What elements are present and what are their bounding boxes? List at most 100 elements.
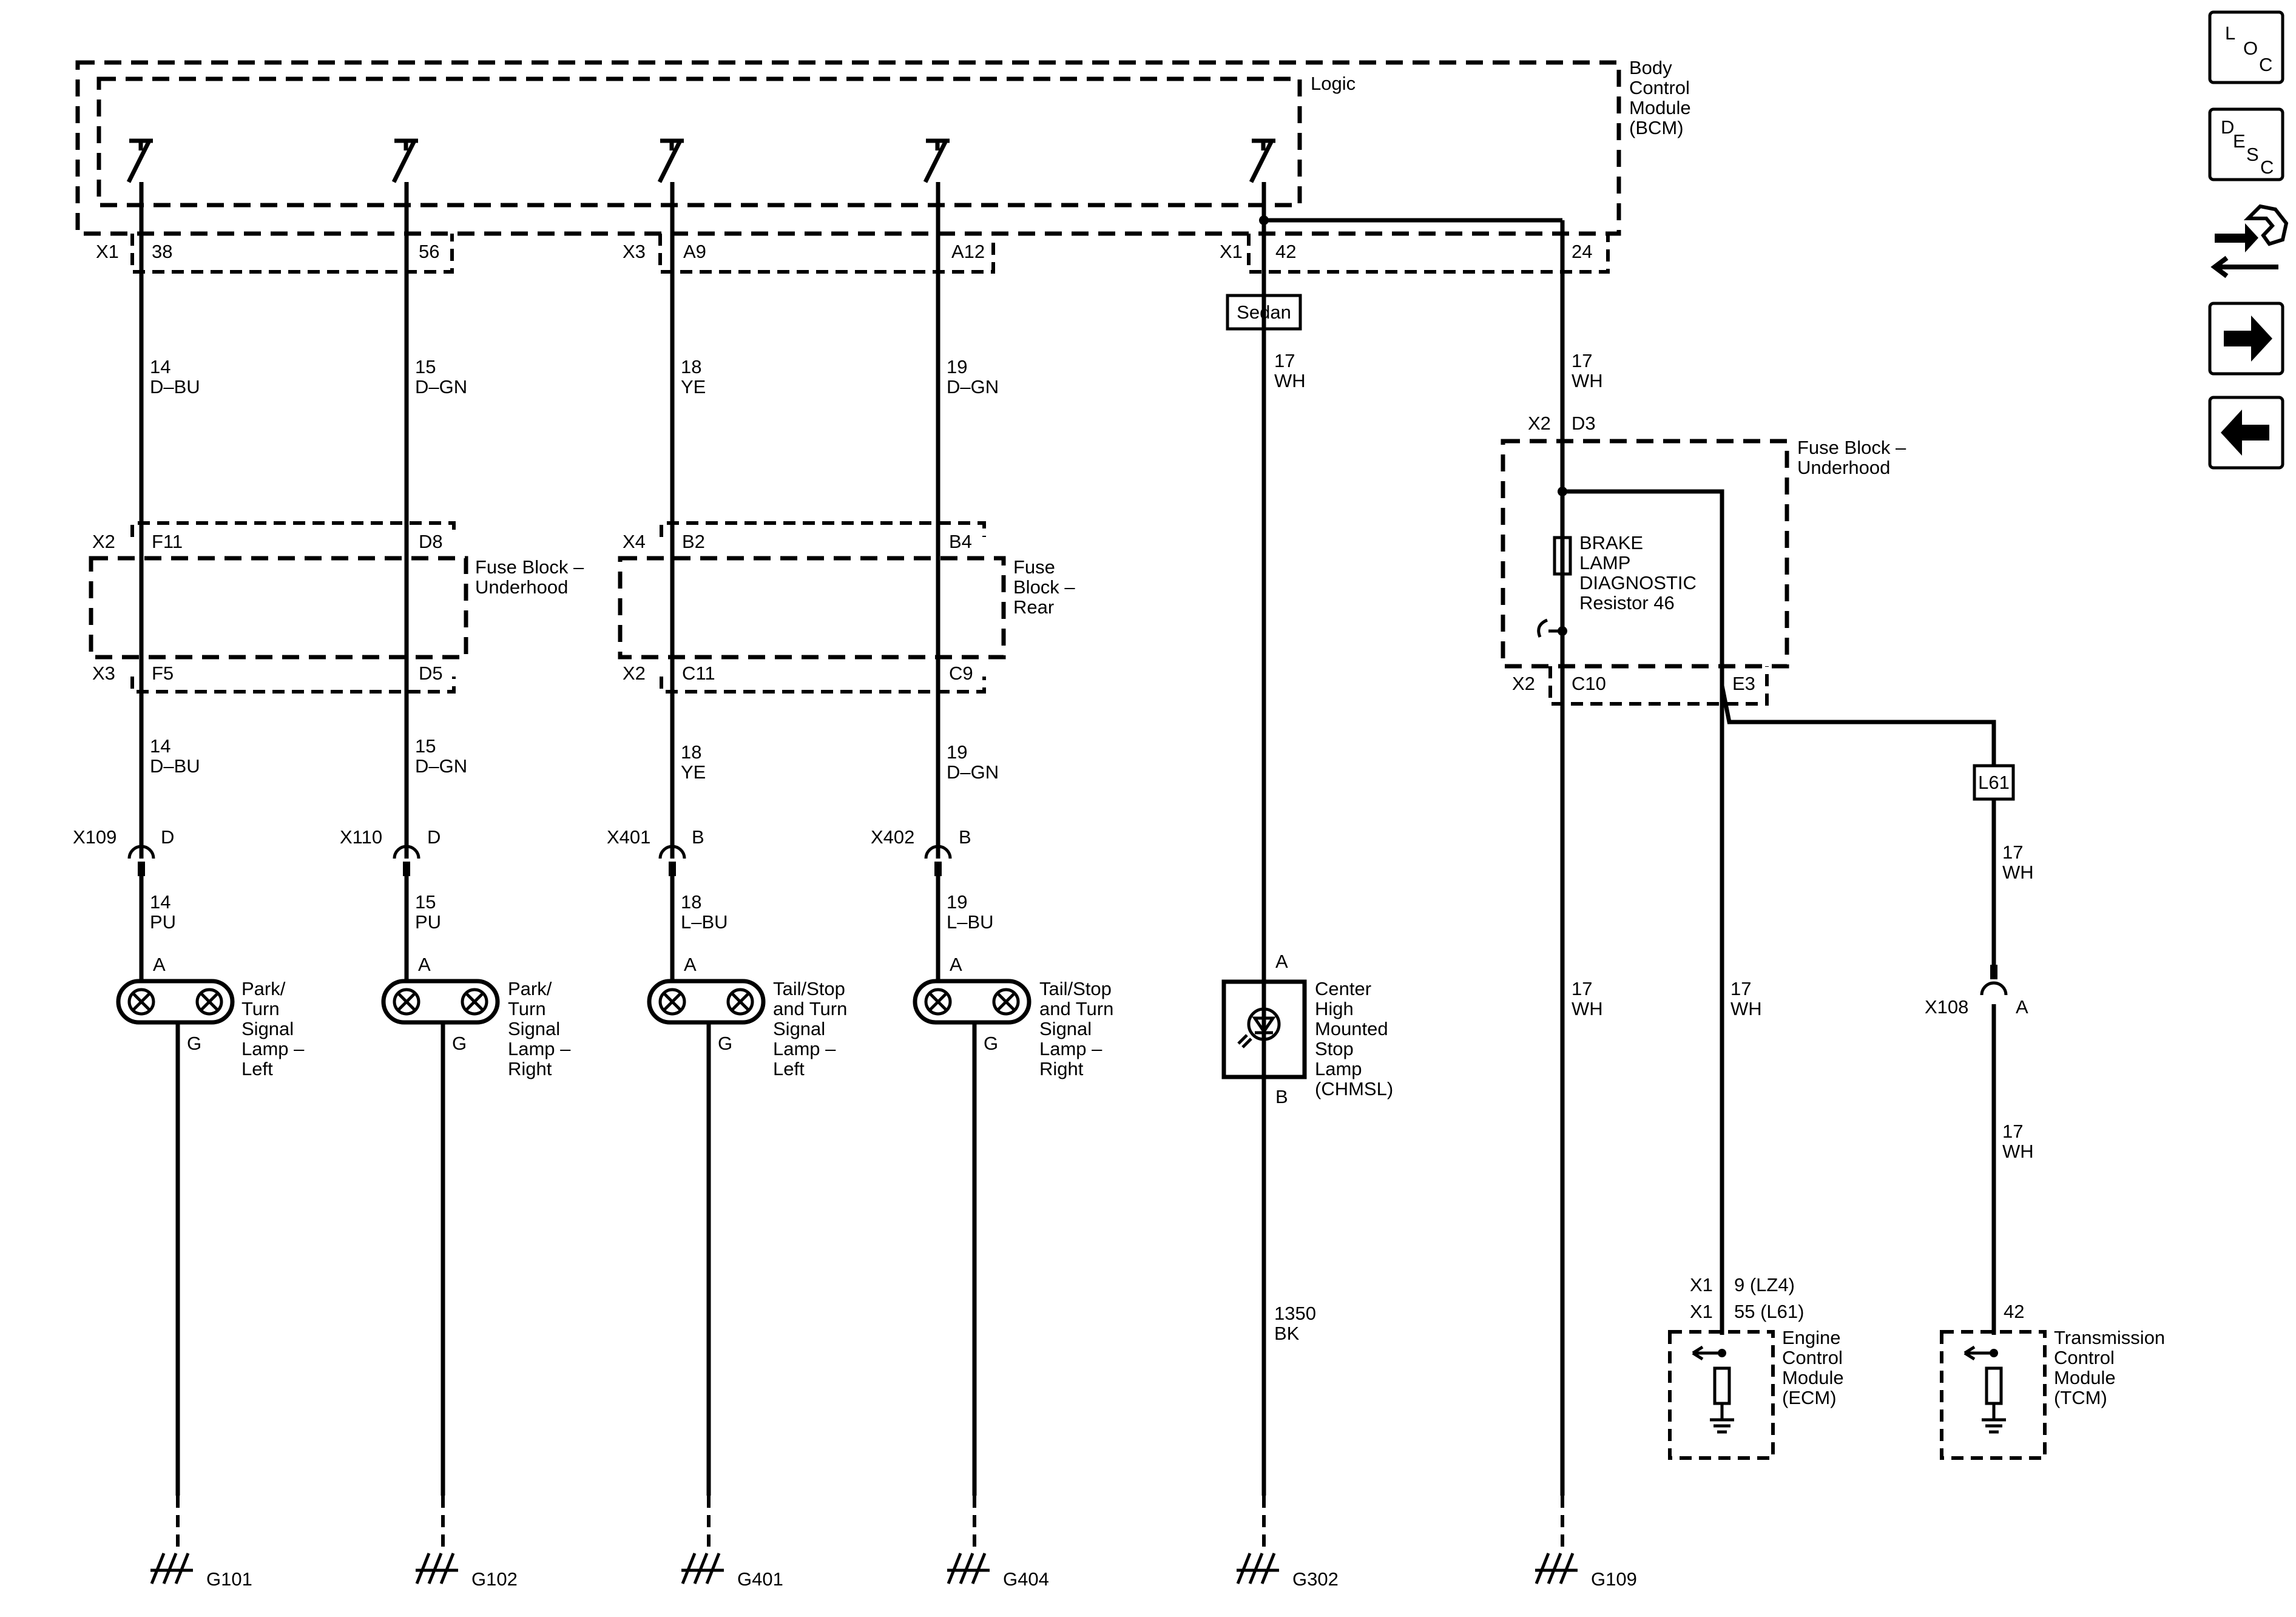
bcm-module: Body Control Module (BCM) Logic [75,57,1691,274]
resistor-name-4: Resistor 46 [1579,592,1675,613]
chmsl-pin-b: B [1275,1086,1288,1107]
splice-dot-resistor [1558,626,1567,636]
resistor-name-1: BRAKE [1579,532,1643,553]
bcm-name-2: Control [1629,77,1690,98]
wire-19b-gauge: 19 [947,741,967,763]
wire-15b-gauge: 15 [415,735,436,757]
tcm-module [1940,1330,2047,1460]
resistor-name-3: DIAGNOSTIC [1579,572,1697,593]
ground-g302: G302 [1292,1568,1339,1590]
tcm-wire-color: WH [2002,1141,2034,1162]
fuse-uh-label-1: Fuse Block – [475,556,584,578]
wire-18c-gauge: 18 [681,891,701,913]
fb-pin-b2: B2 [682,531,705,552]
chmsl-lamp [1221,979,1307,1079]
ecm-conn-1: X1 [1690,1274,1713,1295]
circuit-wires [139,182,1996,1496]
wire-19c-color: L–BU [947,911,994,933]
fuse-rear-label-2: Block – [1013,576,1075,598]
lamp4-name-2: and Turn [1039,998,1113,1019]
fb-conn-x2-rear: X2 [623,663,646,684]
l61-wire-color: WH [2002,862,2034,883]
inline-x110-pin: D [427,826,441,848]
bcm-name-3: Module [1629,97,1691,118]
chmsl-pin-a: A [1275,951,1288,972]
chmsl-name-5: Lamp [1315,1058,1362,1079]
l61-option-label: L61 [1978,772,2010,793]
lamp2-pin-a: A [418,954,431,975]
fb-pin-f5: F5 [152,663,174,684]
wire-18-color: YE [681,376,706,397]
next-button[interactable] [2208,302,2284,376]
loc-letter-c: C [2259,54,2272,75]
g109-wire-color: WH [1572,998,1603,1019]
bcm-pin-42: 42 [1275,241,1296,262]
inline-x108 [1980,965,2008,996]
fb-conn-x2: X2 [92,531,115,552]
bcm-name-1: Body [1629,57,1672,78]
desc-letter-s: S [2246,144,2259,165]
splice-dot-bcm [1259,215,1269,225]
tcm-name-3: Module [2054,1367,2116,1388]
tcm-dot [1990,1349,1998,1357]
bcm-pin-56: 56 [419,241,439,262]
back-button[interactable] [2208,396,2284,470]
ecm-name-2: Control [1782,1347,1843,1368]
wire-14b-color: D–BU [150,755,200,777]
fuse-uh2-label-2: Underhood [1797,457,1890,478]
fb-pin-f11: F11 [152,531,183,552]
fuse-uh-label-2: Underhood [475,576,568,598]
wire-18c-color: L–BU [681,911,728,933]
tcm-name-4: (TCM) [2054,1387,2107,1408]
l61-option-box [1973,764,2015,801]
fuse-rear-label-1: Fuse [1013,556,1055,578]
bcm-logic-label: Logic [1311,73,1356,94]
lamp2-name-4: Lamp – [508,1038,571,1059]
lamp-tail-right [913,979,1032,1025]
lamp4-name-1: Tail/Stop [1039,978,1112,999]
wire-15b-color: D–GN [415,755,467,777]
lamp1-name-4: Lamp – [241,1038,305,1059]
inline-x401-pin: B [692,826,704,848]
g109-wire-gauge: 17 [1572,978,1592,999]
lamp-park-left [116,979,235,1025]
inline-x108-pin: A [2016,996,2028,1018]
bcm-pin-38: 38 [152,241,172,262]
bcm-switches [126,138,1275,183]
lamp4-pin-g: G [984,1033,998,1054]
lamp3-name-4: Lamp – [773,1038,836,1059]
right-wire-color: WH [1572,370,1603,391]
inline-x108-label: X108 [1925,996,1968,1018]
lamp1-pin-a: A [153,954,166,975]
desc-letter-c: C [2260,157,2274,178]
wire-14c-color: PU [150,911,176,933]
fuse-block-underhood-right: Fuse Block – Underhood BRAKE LAMP DIAGNO… [1501,437,1906,706]
inline-x402-pin: B [959,826,971,848]
fuse-block-rear: Fuse Block – Rear X4 B2 B4 X2 C11 C9 [618,521,1075,694]
lamp3-name-1: Tail/Stop [773,978,845,999]
chmsl-name-3: Mounted [1315,1018,1388,1039]
tcm-name-2: Control [2054,1347,2115,1368]
sedan-option-label: Sedan [1237,302,1291,323]
connector-wrench-icon[interactable] [2210,204,2289,279]
inline-x110: X110 [340,826,382,848]
arrow-left-icon [2221,410,2269,456]
ecm-wire-color: WH [1730,998,1762,1019]
loc-button[interactable]: L O C [2208,10,2284,84]
ecm-dot [1718,1349,1726,1357]
lamp-park-right [381,979,500,1025]
bcm-conn-x1: X1 [96,241,119,262]
desc-button[interactable]: D E S C [2208,107,2284,181]
inline-x109: X109 [73,826,116,848]
bcm-name-4: (BCM) [1629,117,1684,138]
inline-x401: X401 [607,826,650,848]
bcm-pin-24: 24 [1572,241,1592,262]
tcm-pin: 42 [2004,1301,2024,1322]
grounds [150,1496,1578,1584]
fb-pin-c9: C9 [949,663,973,684]
wire-18b-color: YE [681,761,706,783]
center-wire2-color: BK [1274,1323,1300,1344]
fb-conn-x4: X4 [623,531,646,552]
wire-18-gauge: 18 [681,356,701,377]
